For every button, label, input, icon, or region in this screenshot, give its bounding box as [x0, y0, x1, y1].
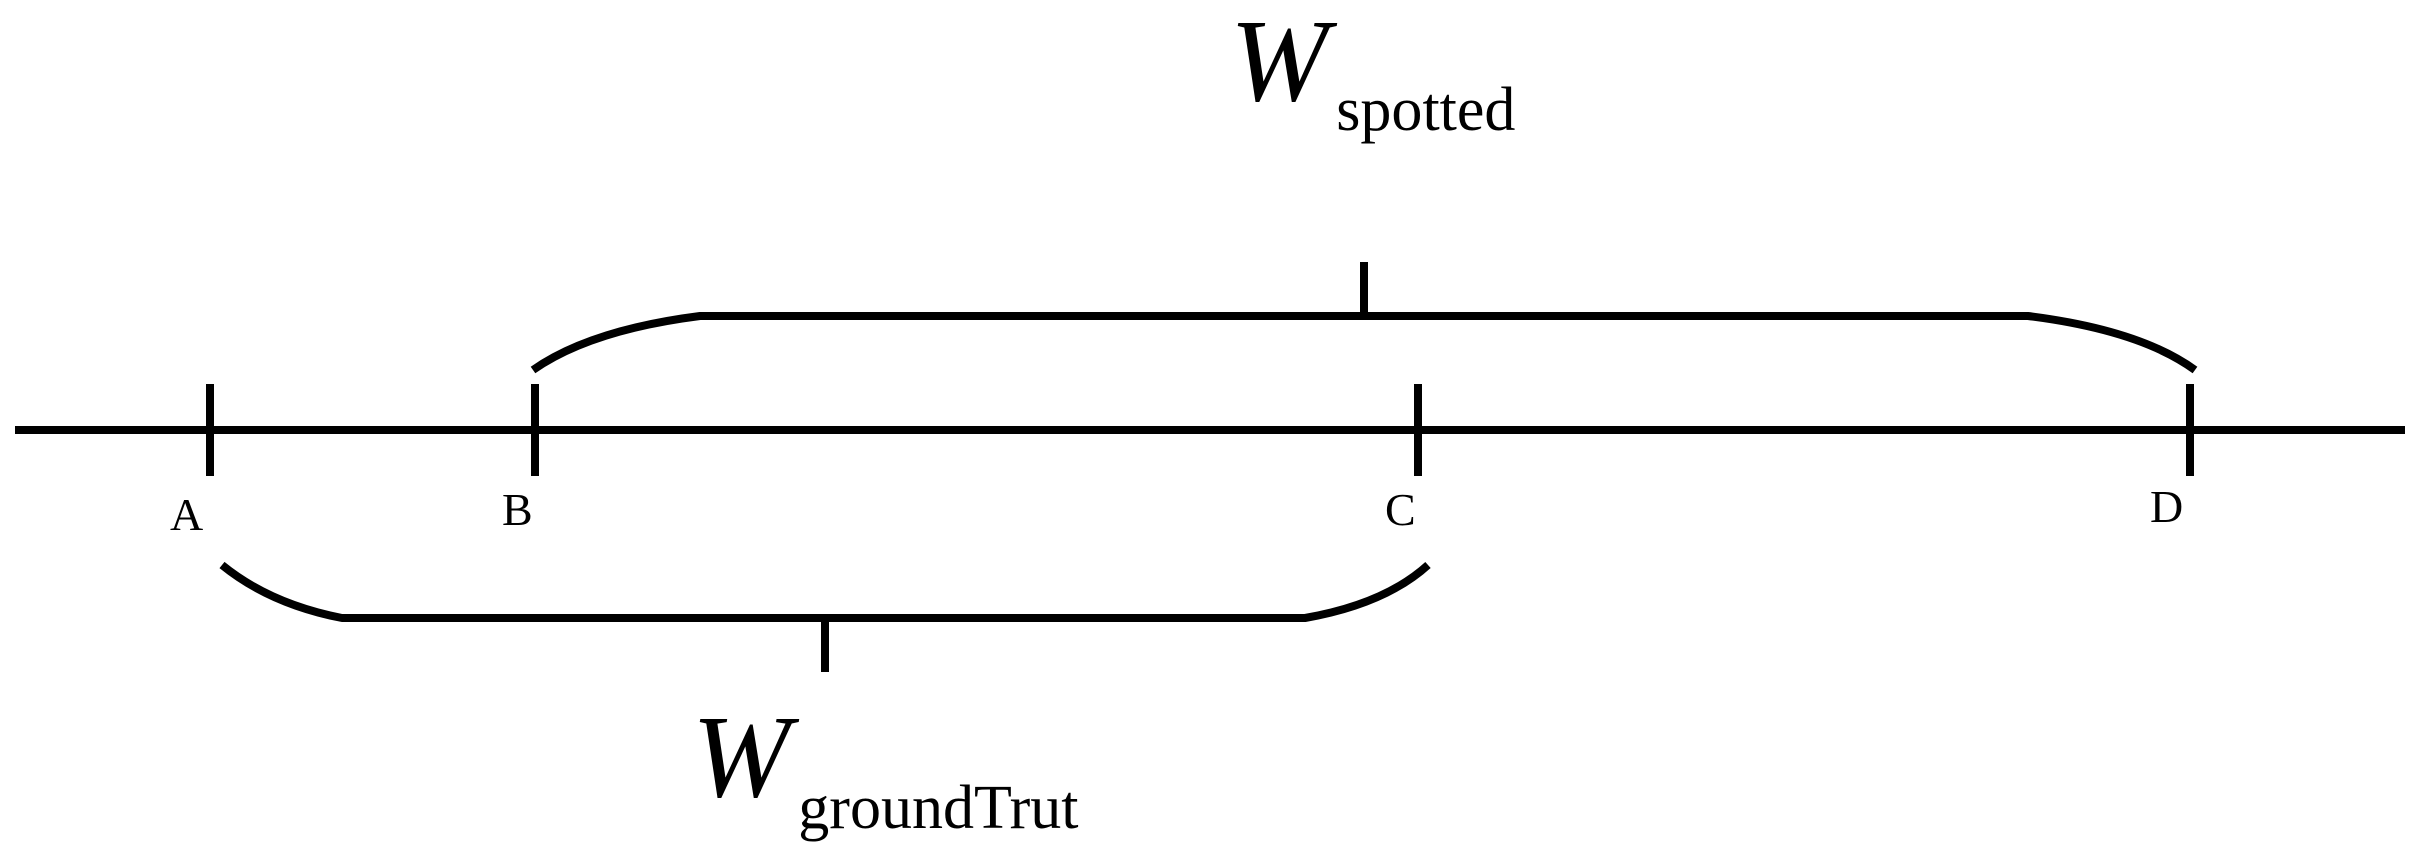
- ground-truth-window-subscript: groundTrut: [798, 774, 1078, 842]
- point-label-b: B: [502, 484, 533, 535]
- point-label-c: C: [1385, 484, 1416, 535]
- spotted-window-subscript-italic: tted: [1422, 76, 1515, 144]
- ground-truth-window-brace: [219, 561, 1431, 622]
- point-label-d: D: [2150, 481, 2183, 532]
- spotted-window-symbol: W: [1230, 0, 1338, 126]
- point-label-a: A: [170, 489, 203, 540]
- spotted-window-brace: [530, 312, 2198, 374]
- spotted-window-subscript-upright: spo: [1336, 76, 1422, 144]
- ground-truth-window-symbol: W: [692, 691, 800, 822]
